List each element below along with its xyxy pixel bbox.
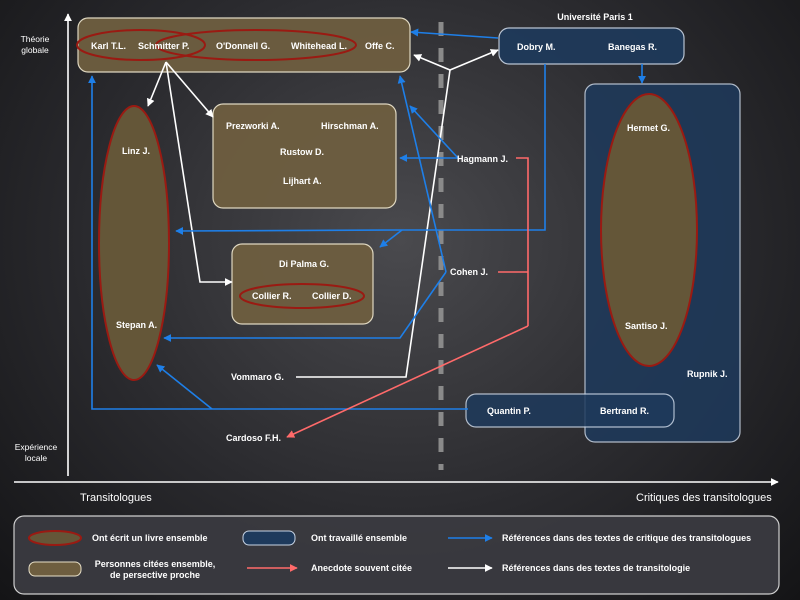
name-linz: Linz J. <box>122 146 150 156</box>
white-arrows <box>147 49 499 378</box>
name-vommaro: Vommaro G. <box>231 372 284 382</box>
axis-label-left: Transitologues <box>80 492 152 504</box>
name-banegas: Banegas R. <box>608 42 657 52</box>
name-cohen: Cohen J. <box>450 267 488 277</box>
legend-book-label: Ont écrit un livre ensemble <box>92 533 208 543</box>
name-karl: Karl T.L. <box>91 41 126 51</box>
name-rustow: Rustow D. <box>280 147 324 157</box>
name-dipalma: Di Palma G. <box>279 259 329 269</box>
book-ellipse-colliers <box>239 283 365 309</box>
name-schmitter: Schmitter P. <box>138 41 189 51</box>
name-stepan: Stepan A. <box>116 320 157 330</box>
legend-panel <box>13 515 780 595</box>
name-prezworki: Prezworki A. <box>226 121 280 131</box>
legend-swatch-worked <box>242 530 296 546</box>
name-hermet: Hermet G. <box>627 123 670 133</box>
blue-arrows <box>88 28 646 410</box>
legend-cited-label: Personnes citées ensemble,de persective … <box>95 559 216 580</box>
legend-anecdote-label: Anecdote souvent citée <box>311 563 412 573</box>
worked-box-quantin-bertrand <box>465 393 675 428</box>
name-cardoso: Cardoso F.H. <box>226 433 281 443</box>
name-collier-d: Collier D. <box>312 291 352 301</box>
name-collier-r: Collier R. <box>252 291 292 301</box>
name-offe: Offe C. <box>365 41 395 51</box>
book-ellipse-schmitter-whitehead <box>155 29 357 61</box>
legend-swatch-book <box>28 530 82 546</box>
name-santiso: Santiso J. <box>625 321 668 331</box>
name-whitehead: Whitehead L. <box>291 41 347 51</box>
legend-swatch-cited <box>28 561 82 577</box>
name-quantin: Quantin P. <box>487 406 531 416</box>
name-dobry: Dobry M. <box>517 42 556 52</box>
name-bertrand: Bertrand R. <box>600 406 649 416</box>
legend-transito-refs-label: Références dans des textes de transitolo… <box>502 563 690 573</box>
legend-critique-refs-label: Références dans des textes de critique d… <box>502 533 751 543</box>
book-ellipse-karl-schmitter <box>76 29 206 61</box>
group-middle-box <box>212 103 397 209</box>
name-rupnik: Rupnik J. <box>687 369 728 379</box>
name-lijhart: Lijhart A. <box>283 176 322 186</box>
axis-label-right: Critiques des transitologues <box>636 492 772 504</box>
red-arrows <box>286 157 529 438</box>
name-hirschman: Hirschman A. <box>321 121 379 131</box>
book-ellipse-linz-stepan <box>98 105 170 381</box>
name-hagmann: Hagmann J. <box>457 154 508 164</box>
legend-worked-label: Ont travaillé ensemble <box>311 533 407 543</box>
name-odonnell: O'Donnell G. <box>216 41 270 51</box>
book-ellipse-hermet-santiso <box>600 93 698 367</box>
university-label: Université Paris 1 <box>557 12 633 22</box>
worked-box-dobry-banegas <box>498 27 685 65</box>
